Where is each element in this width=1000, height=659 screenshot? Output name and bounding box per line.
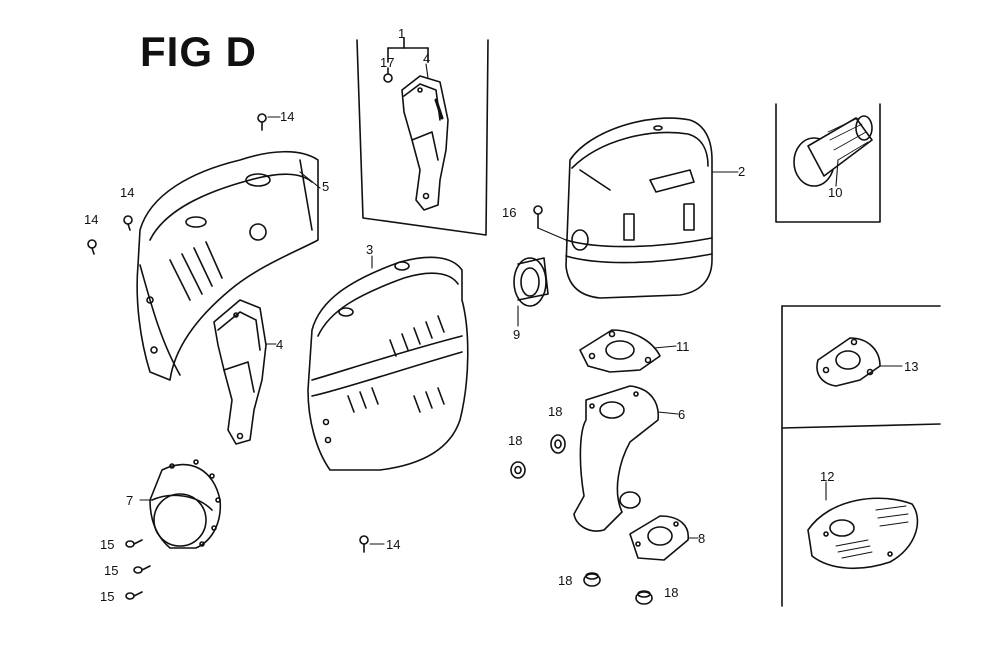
bolt-icon <box>123 215 133 231</box>
callout-1-bracket <box>387 37 429 63</box>
callout-14-left-upper: 14 <box>120 185 135 200</box>
callout-18-a: 18 <box>548 404 563 419</box>
bolt-icon <box>87 239 97 255</box>
callout-4: 4 <box>276 337 284 352</box>
callout-16: 16 <box>502 205 517 220</box>
deflector-icon <box>149 459 222 549</box>
spark-arrester-icon <box>793 115 873 187</box>
nut-icon <box>550 434 566 454</box>
callout-12: 12 <box>820 469 835 484</box>
callout-15-c: 15 <box>100 589 115 604</box>
bolt-icon <box>533 205 567 241</box>
callout-11: 11 <box>676 339 690 354</box>
callout-18-d: 18 <box>664 585 679 600</box>
screw-icon <box>125 539 143 548</box>
screw-icon <box>133 565 151 574</box>
muffler-cover-icon <box>136 150 319 381</box>
gasket-icon <box>579 329 661 373</box>
callout-14-top: 14 <box>280 109 295 124</box>
callout-9: 9 <box>513 327 521 342</box>
heat-plate-icon <box>807 497 919 570</box>
callout-5: 5 <box>322 179 330 194</box>
callout-6: 6 <box>678 407 686 422</box>
muffler-body-icon <box>565 117 713 299</box>
screw-icon <box>125 591 143 600</box>
callout-18-c: 18 <box>558 573 573 588</box>
nut-icon <box>510 461 526 479</box>
callout-3: 3 <box>366 242 374 257</box>
nut-icon <box>583 572 601 587</box>
exhaust-pipe-icon <box>573 385 659 532</box>
nut-icon <box>635 590 653 605</box>
inset-box-group-10 <box>775 103 881 223</box>
callout-14-bottom: 14 <box>386 537 401 552</box>
callout-15-b: 15 <box>104 563 119 578</box>
heat-shield-icon <box>213 299 267 445</box>
gasket-icon <box>816 337 881 387</box>
callout-13: 13 <box>904 359 919 374</box>
figure-title: FIG D <box>140 28 257 75</box>
callout-2: 2 <box>738 164 746 179</box>
bolt-icon <box>383 67 393 83</box>
callout-18-b: 18 <box>508 433 523 448</box>
heat-shield-small-icon <box>401 75 449 211</box>
callout-7: 7 <box>126 493 134 508</box>
muffler-protector-icon <box>307 256 469 471</box>
callout-15-a: 15 <box>100 537 115 552</box>
bolt-icon <box>359 535 369 553</box>
gasket-ring-icon <box>513 257 549 307</box>
leader-lines <box>139 63 903 545</box>
bolt-icon <box>257 113 267 131</box>
callout-1: 1 <box>398 26 406 41</box>
callout-4-inset: 4 <box>423 51 431 66</box>
callout-8: 8 <box>698 531 706 546</box>
callout-10: 10 <box>828 185 843 200</box>
callout-14-left: 14 <box>84 212 99 227</box>
inset-box-group-1 <box>356 39 489 236</box>
gasket-icon <box>629 515 689 561</box>
inset-frame-13-12 <box>781 305 941 607</box>
callout-17: 17 <box>380 55 395 70</box>
